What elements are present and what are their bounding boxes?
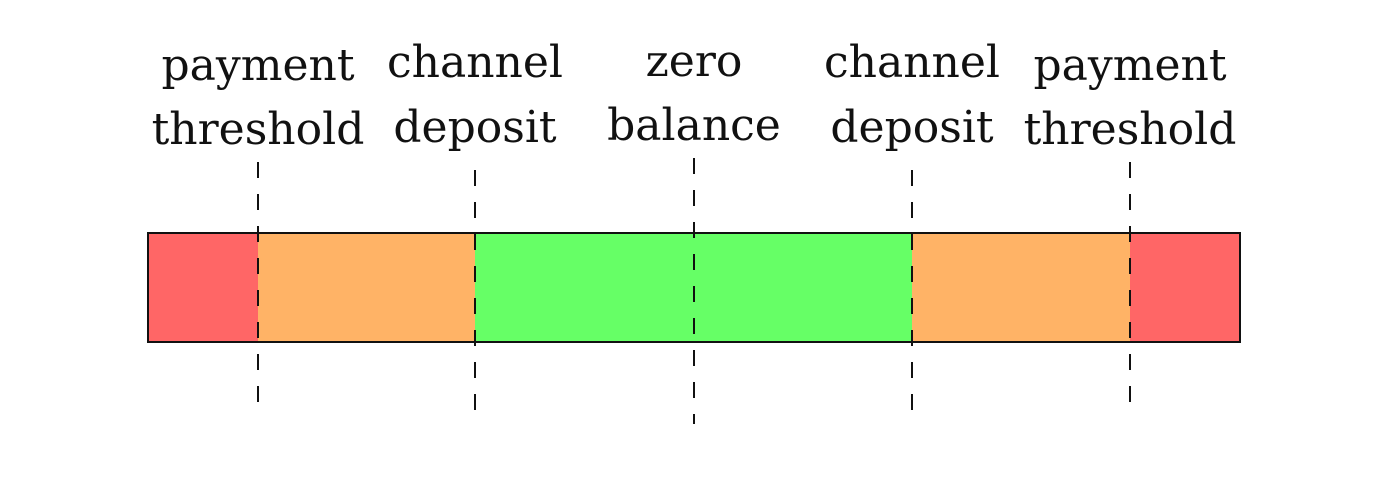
label-zero-balance: zero balance [607, 36, 781, 151]
label-line2: balance [607, 100, 781, 151]
label-line1: zero [646, 36, 743, 87]
segment-left-danger [148, 233, 258, 342]
label-line2: deposit [830, 102, 994, 153]
label-line2: deposit [393, 102, 557, 153]
segment-right-warning [912, 233, 1130, 342]
label-payment-threshold-right: payment threshold [1024, 40, 1237, 155]
marker-labels: payment threshold channel deposit zero b… [152, 36, 1237, 155]
label-line1: payment [1033, 40, 1226, 91]
label-line1: channel [824, 37, 1000, 88]
zone-bar [147, 232, 1241, 343]
label-line1: payment [161, 40, 354, 91]
label-line1: channel [387, 37, 563, 88]
segment-right-danger [1130, 233, 1240, 342]
segment-left-warning [258, 233, 475, 342]
label-line2: threshold [152, 104, 365, 155]
label-channel-deposit-left: channel deposit [387, 37, 563, 153]
marker-lines [257, 158, 1131, 424]
label-channel-deposit-right: channel deposit [824, 37, 1000, 153]
label-payment-threshold-left: payment threshold [152, 40, 365, 155]
label-line2: threshold [1024, 104, 1237, 155]
